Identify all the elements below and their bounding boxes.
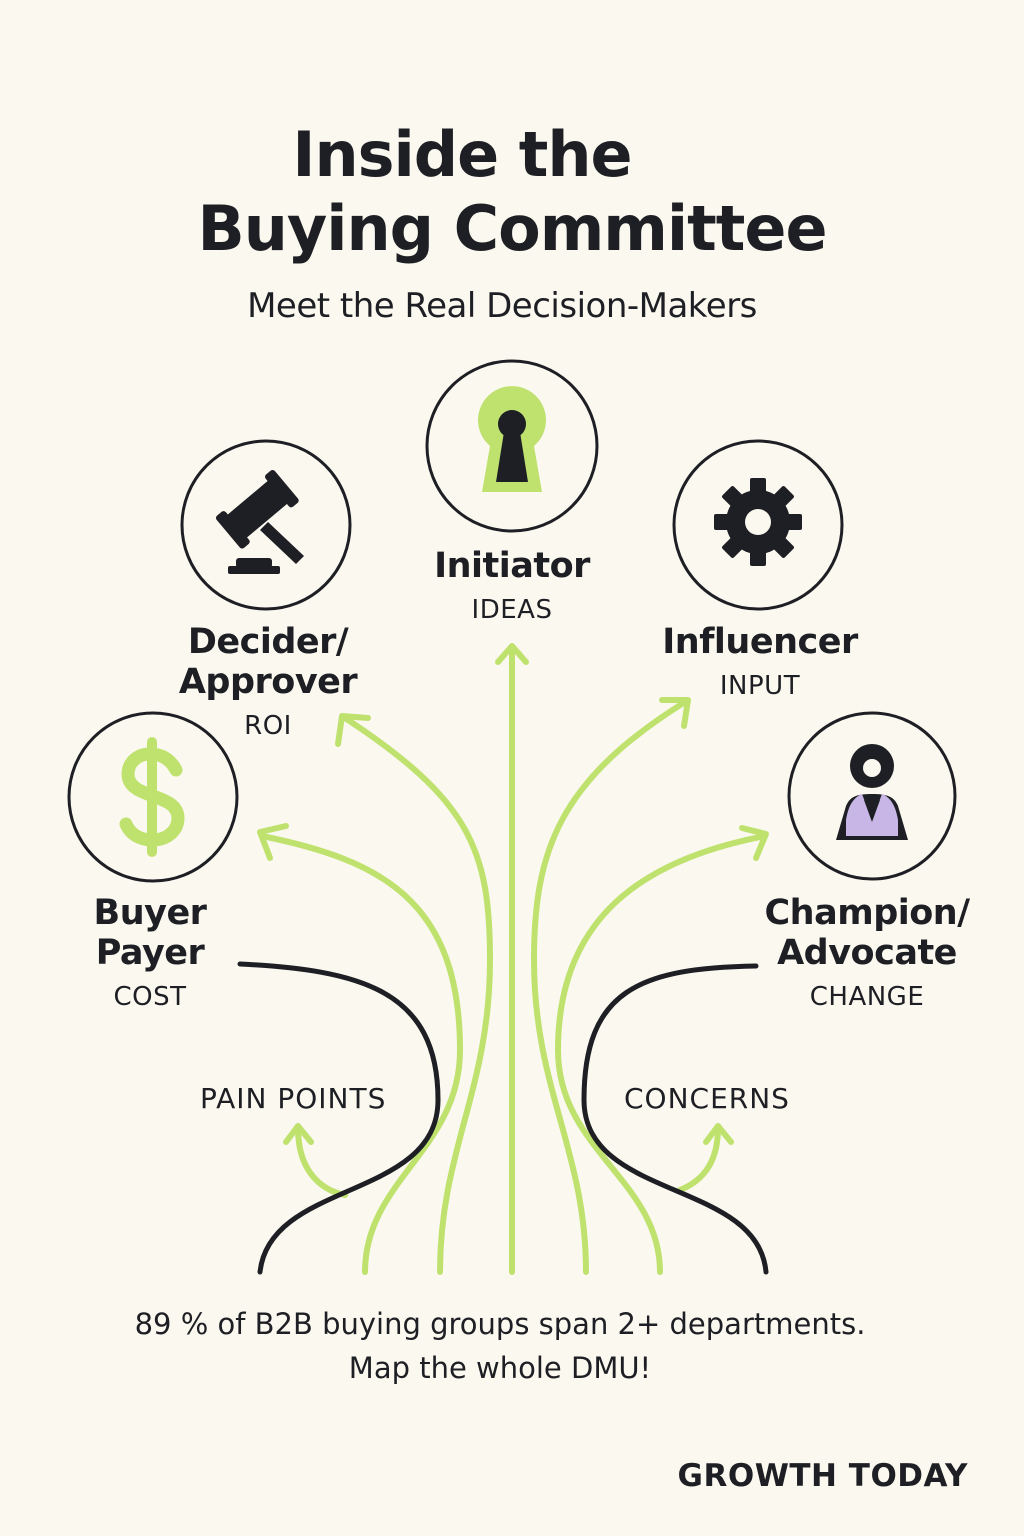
role-buyer: Buyer Payer COST — [60, 893, 240, 1013]
role-champion-tag: CHANGE — [809, 982, 925, 1012]
arrowhead-decider — [335, 713, 371, 747]
role-initiator-tag: IDEAS — [471, 595, 553, 625]
arrowhead-pain-points — [283, 1123, 314, 1145]
dark-curve-left — [237, 961, 441, 1275]
keyhole-icon — [477, 386, 546, 492]
champion-node — [787, 711, 957, 881]
role-decider-name-1: Decider/ — [187, 622, 349, 662]
role-decider: Decider/ Approver ROI — [158, 622, 378, 742]
arrowhead-champion — [739, 825, 769, 861]
arrowhead-influencer — [659, 697, 691, 729]
arrowhead-initiator — [495, 643, 529, 665]
page-title: Inside the Buying Committee — [0, 118, 1024, 266]
side-label-concerns: CONCERNS — [624, 1082, 790, 1115]
flow-line-influencer — [531, 699, 688, 1275]
flow-line-buyer — [259, 833, 463, 1275]
role-influencer-name: Influencer — [662, 622, 858, 662]
footer-line-2: Map the whole DMU! — [348, 1351, 652, 1385]
buyer-node — [67, 711, 239, 883]
role-initiator: Initiator IDEAS — [412, 546, 612, 626]
flow-lines — [237, 643, 769, 1275]
role-decider-name-2: Approver — [178, 662, 358, 702]
footer-line-1: 89 % of B2B buying groups span 2+ depart… — [134, 1307, 866, 1341]
side-label-pain-points: PAIN POINTS — [200, 1082, 387, 1115]
flow-line-decider — [342, 715, 493, 1275]
title-line-1: Inside the — [292, 118, 632, 191]
title-line-2: Buying Committee — [197, 192, 827, 265]
arrowhead-buyer — [257, 823, 289, 861]
arrowhead-concerns — [703, 1123, 734, 1145]
role-initiator-name: Initiator — [434, 546, 590, 586]
role-champion-name-1: Champion/ — [764, 893, 971, 933]
role-champion-name-2: Advocate — [777, 933, 957, 973]
footer-note: 89 % of B2B buying groups span 2+ depart… — [0, 1302, 1000, 1390]
initiator-node — [425, 359, 599, 533]
role-decider-tag: ROI — [244, 711, 292, 741]
decider-node — [180, 439, 352, 611]
flow-line-concerns — [677, 1125, 721, 1193]
page-subtitle: Meet the Real Decision-Makers — [247, 286, 757, 326]
flow-line-champion — [555, 833, 768, 1275]
influencer-node — [672, 439, 844, 611]
role-buyer-name-2: Payer — [95, 933, 205, 973]
role-influencer-tag: INPUT — [719, 671, 801, 701]
role-champion: Champion/ Advocate CHANGE — [752, 893, 982, 1013]
person-icon — [836, 744, 908, 840]
brand-name: GROWTH TODAY — [677, 1458, 968, 1494]
role-buyer-tag: COST — [113, 982, 187, 1012]
role-buyer-name-1: Buyer — [93, 893, 207, 933]
role-influencer: Influencer INPUT — [650, 622, 870, 702]
gavel-icon — [215, 469, 304, 574]
dark-curve-right — [581, 963, 769, 1275]
gear-icon — [714, 478, 802, 566]
dollar-icon — [119, 737, 185, 857]
